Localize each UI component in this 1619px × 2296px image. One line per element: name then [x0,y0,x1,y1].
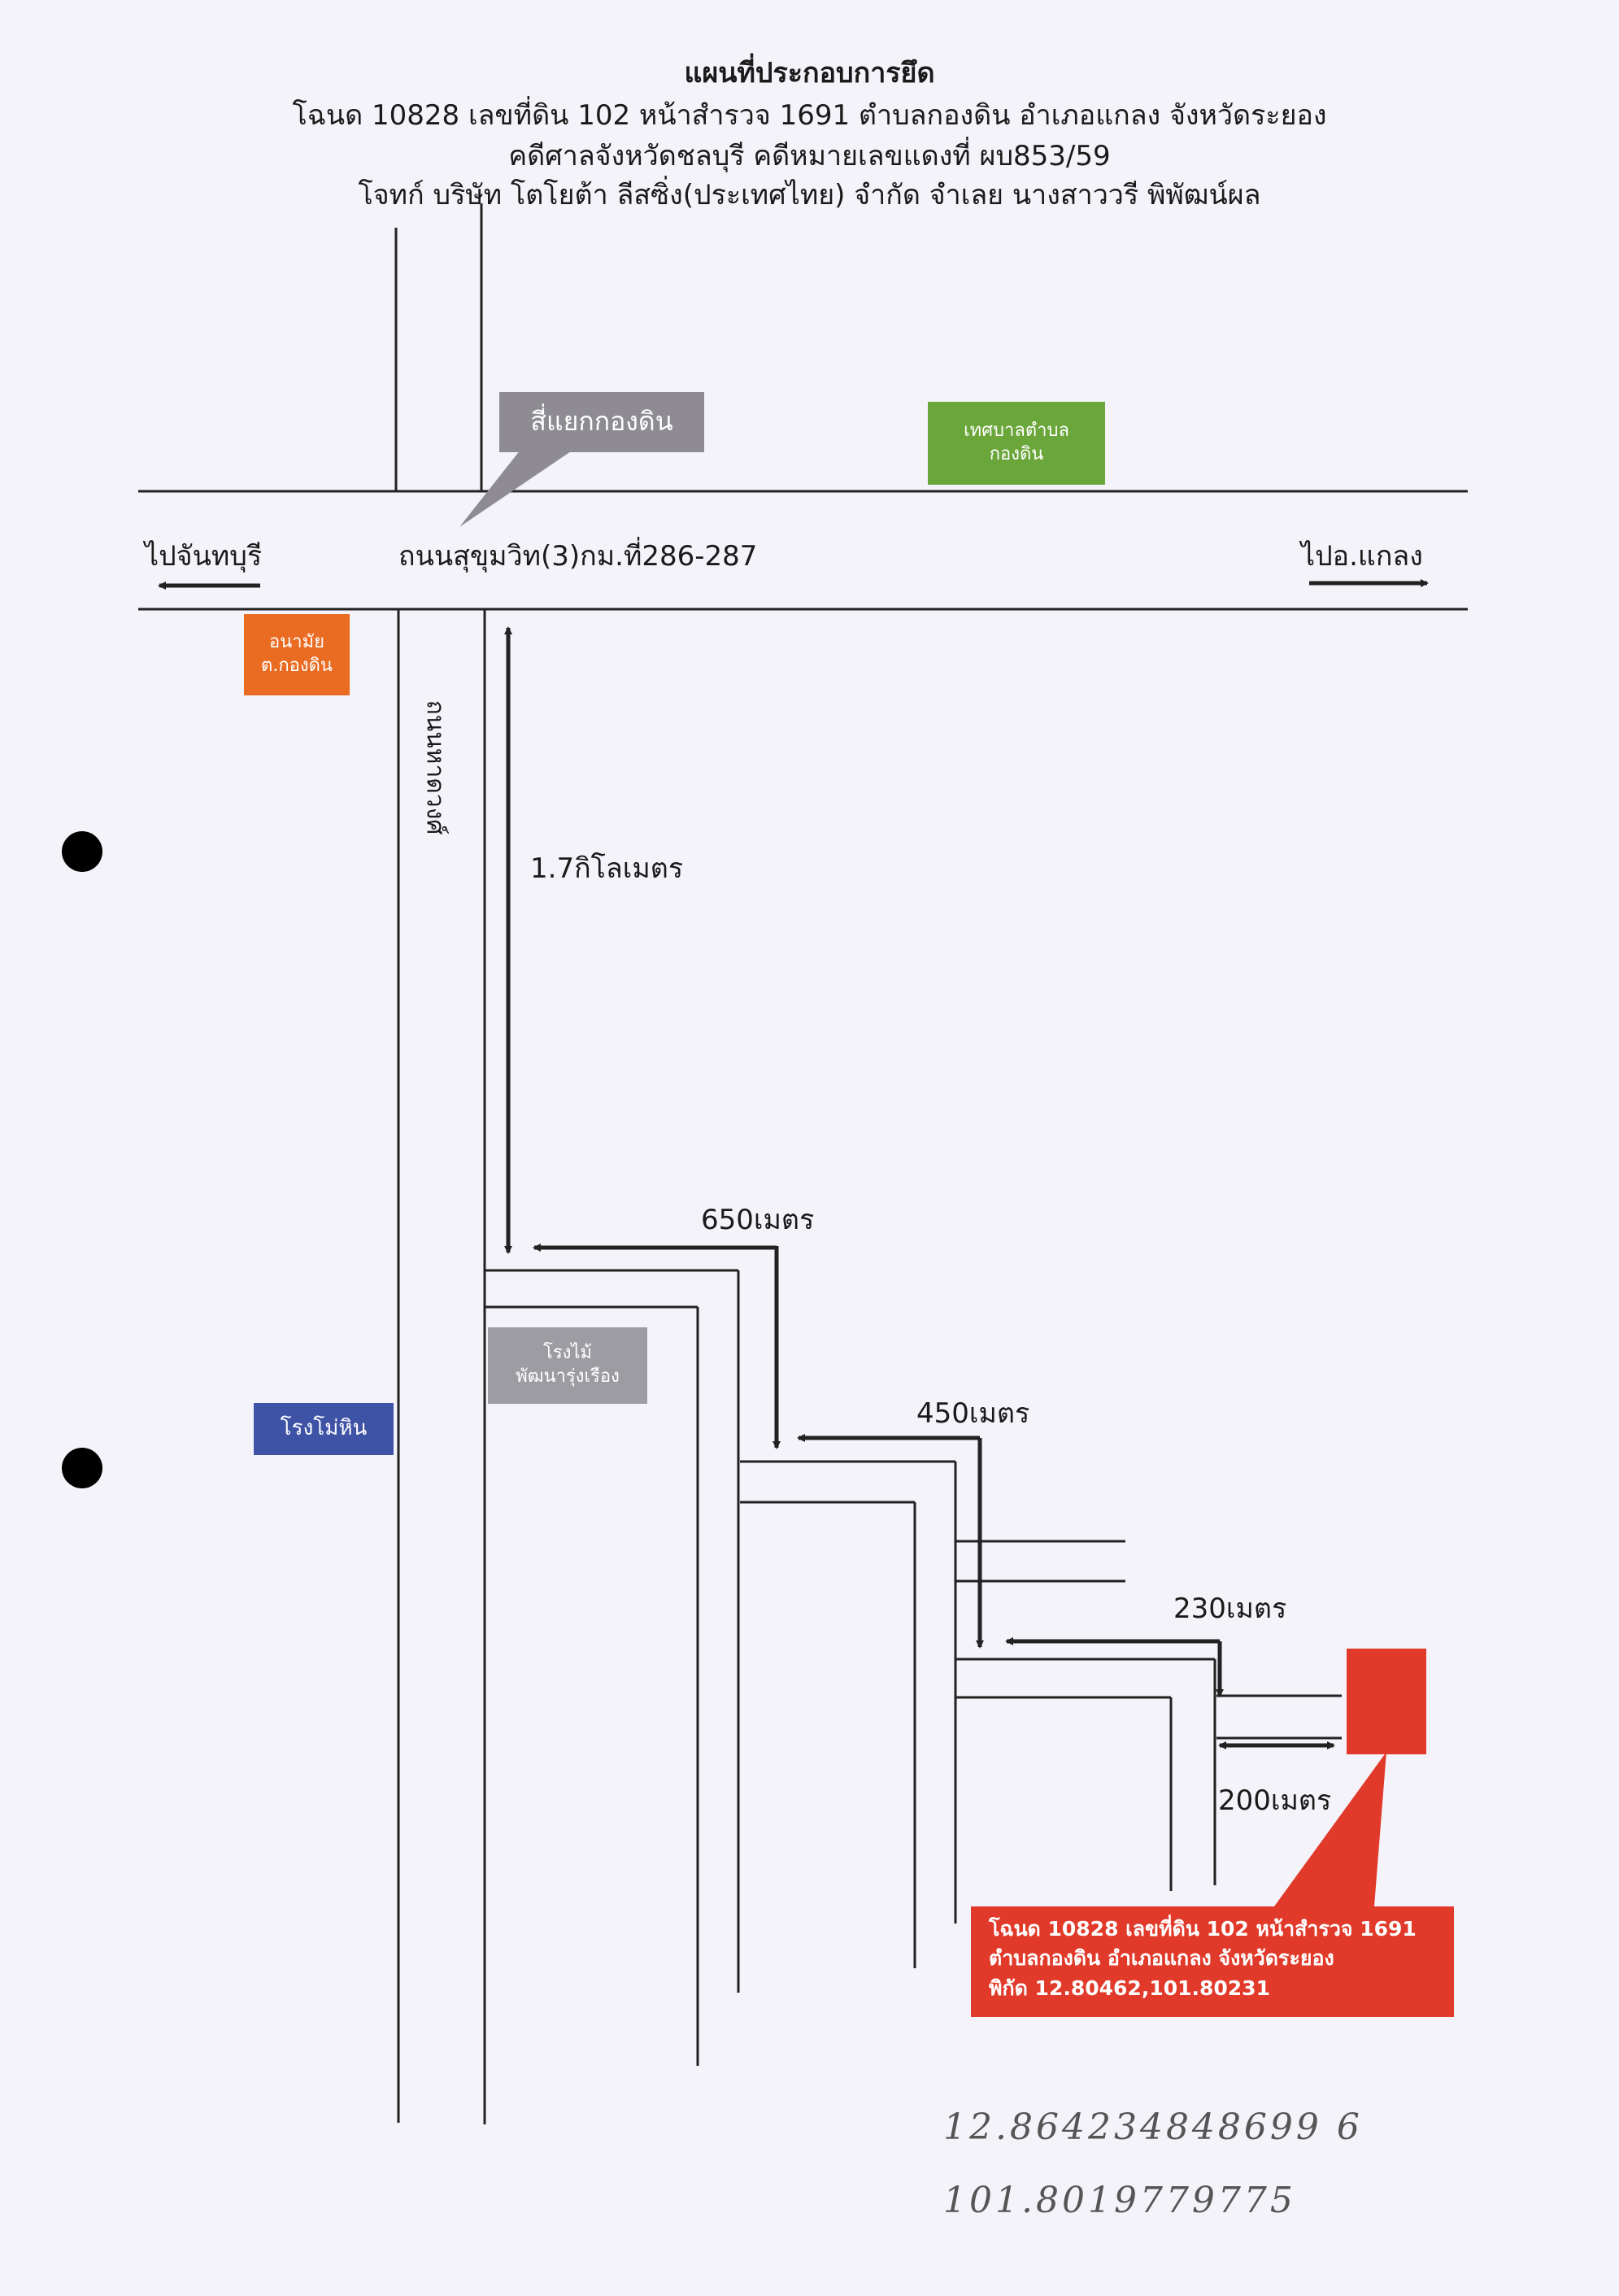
main-road-label: ถนนสุขุมวิท(3)กม.ที่286-287 [398,540,758,573]
to-chanthaburi-label: ไปจันทบุรี [145,540,263,573]
distance-650m: 650เมตร [701,1204,815,1236]
title-deed-line: โฉนด 10828 เลขที่ดิน 102 หน้าสำรวจ 1691 … [292,99,1327,132]
court-case-line: คดีศาลจังหวัดชลบุรี คดีหมายเลขแดงที่ ผบ8… [508,140,1111,172]
distance-230m: 230เมตร [1173,1592,1287,1625]
target-plot-marker [1347,1649,1426,1754]
health-center-box: อนามัย ต.กองดิน [244,614,350,695]
intersection-pointer [459,450,573,527]
intersection-label-box: สี่แยกกองดิน [499,392,704,452]
to-klaeng-label: ไปอ.แกลง [1301,540,1423,573]
distance-1-7km: 1.7กิโลเมตร [530,852,684,885]
stone-mill-box: โรงโม่หิน [254,1403,394,1455]
target-deed-line: โฉนด 10828 เลขที่ดิน 102 หน้าสำรวจ 1691 [989,1917,1417,1941]
map-title: แผนที่ประกอบการยึด [684,57,935,89]
handwritten-latitude: 12.864234848699 6 [943,2106,1363,2148]
punch-hole-bottom [62,1448,102,1488]
handwritten-longitude: 101.8019779775 [943,2180,1296,2221]
target-location-line: ตำบลกองดิน อำเภอแกลง จังหวัดระยอง [989,1946,1334,1971]
arrow-650m-left [533,1244,779,1252]
target-pointer [1274,1752,1386,1906]
target-coordinates-line: พิกัด 12.80462,101.80231 [989,1976,1270,2000]
distance-450m: 450เมตร [916,1397,1030,1430]
municipality-box: เทศบาลตำบล กองดิน [928,402,1105,485]
punch-hole-top [62,831,102,872]
parties-line: โจทก์ บริษัท โตโยต้า ลีสซิ่ง(ประเทศไทย) … [358,179,1261,211]
target-callout: โฉนด 10828 เลขที่ดิน 102 หน้าสำรวจ 1691 … [971,1906,1454,2017]
sawmill-box: โรงไม้ พัฒนารุ่งเรือง [488,1327,647,1404]
side-road-label: ถนนหาดวงศ์ [420,699,450,835]
distance-200m: 200เมตร [1218,1784,1332,1817]
